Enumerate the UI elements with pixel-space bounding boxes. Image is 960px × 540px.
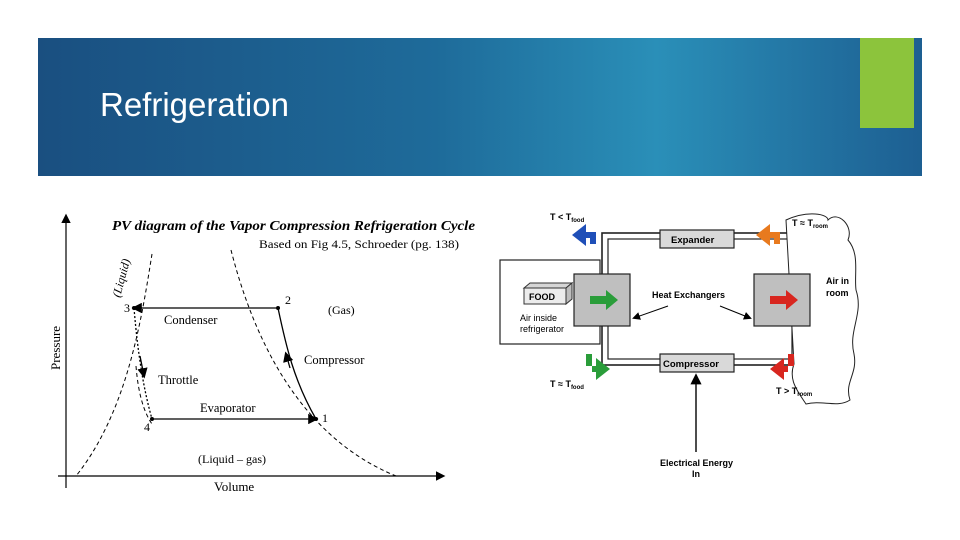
- hx-arrow-left: [632, 305, 669, 320]
- pv-subtitle: Based on Fig 4.5, Schroeder (pg. 138): [259, 239, 459, 251]
- food-box-top: [522, 282, 574, 289]
- state-point-2: [276, 306, 280, 310]
- compressor-box: [659, 353, 735, 373]
- orange-bent-arrow: [756, 224, 780, 246]
- green-bent-arrow: [586, 354, 610, 380]
- expander-box: [659, 229, 735, 249]
- state-point-1: [314, 417, 318, 421]
- accent-bar: [860, 38, 914, 128]
- temp-room-label: T > Troom: [776, 386, 812, 398]
- point-4-label: 4: [144, 420, 150, 434]
- compressor-label: Compressor: [304, 353, 365, 367]
- air-inside-label-2: refrigerator: [520, 324, 564, 334]
- cold-heat-exchanger: [573, 273, 631, 327]
- throttle-arrow: [137, 355, 148, 379]
- throttle-label: Throttle: [158, 373, 199, 387]
- blue-bent-arrow: [572, 224, 596, 246]
- air-inside-label-1: Air inside: [520, 313, 557, 323]
- mix-label: (Liquid – gas): [198, 452, 266, 466]
- temp-room-equal-label: T ≈ Troom: [792, 218, 828, 230]
- state-point-3: [132, 306, 136, 310]
- evaporator-label: Evaporator: [200, 401, 256, 415]
- refrigeration-schematic: FOOD Air inside refrigerator Expander Co…: [499, 212, 859, 479]
- point-3-label: 3: [124, 301, 130, 315]
- gas-label: (Gas): [328, 303, 355, 317]
- electrical-energy-label-1: Electrical Energy: [660, 458, 733, 468]
- point-2-label: 2: [285, 293, 291, 307]
- pv-title: PV diagram of the Vapor Compression Refr…: [112, 219, 475, 234]
- compressor-arrow: [283, 351, 294, 369]
- compressor-curve: [277, 307, 317, 420]
- temp-food-label: T ≈ Tfood: [550, 379, 584, 391]
- room-air-cloud: [785, 213, 859, 405]
- condenser-label: Condenser: [164, 313, 218, 327]
- x-axis-label: Volume: [214, 479, 254, 492]
- slide-title: Refrigeration: [100, 86, 289, 123]
- air-in-room-label-2: room: [826, 288, 849, 298]
- red-flow-arrow: [770, 290, 798, 310]
- saturated-vapor-curve: [230, 249, 397, 477]
- electrical-energy-label-2: In: [692, 469, 700, 479]
- red-bent-arrow: [770, 354, 794, 380]
- temp-cold-label: T < Tfood: [550, 212, 585, 224]
- pv-diagram: Pressure Volume PV diagram of the Vapor …: [48, 213, 475, 492]
- expander-label: Expander: [671, 235, 715, 246]
- liquid-label: (Liquid): [109, 257, 133, 299]
- state-point-4: [150, 417, 154, 421]
- air-in-room-label-1: Air in: [826, 276, 849, 286]
- title-banner: [38, 38, 922, 176]
- hx-arrow-right: [719, 305, 752, 320]
- point-1-label: 1: [322, 411, 328, 425]
- food-box-side: [565, 281, 573, 306]
- low-isotherm: [135, 365, 153, 425]
- food-label: FOOD: [529, 292, 555, 302]
- saturated-liquid-curve: [75, 253, 153, 477]
- y-axis-label: Pressure: [48, 326, 63, 370]
- green-flow-arrow: [590, 290, 618, 310]
- compressor-label: Compressor: [663, 359, 719, 370]
- heat-exchangers-label: Heat Exchangers: [652, 290, 725, 300]
- throttle-curve: [133, 307, 153, 420]
